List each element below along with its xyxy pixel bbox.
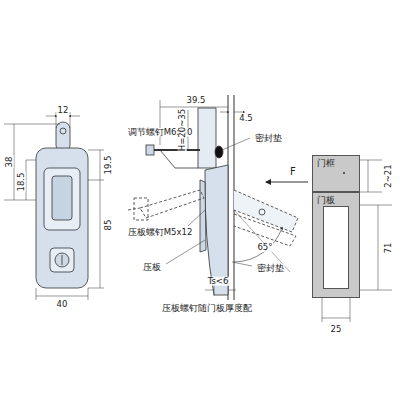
dimension: 85 (104, 219, 113, 232)
dimension: 4.5 (238, 114, 254, 123)
dimension: 71 (384, 242, 393, 255)
door-part: 门板 (312, 192, 360, 298)
dimension: 39.5 (186, 96, 207, 105)
dimension: 40 (56, 300, 69, 309)
dimension: Ts<6 (207, 277, 230, 286)
part-label: 压板螺钉M5x12 (127, 228, 194, 237)
dimension: 12 (57, 106, 70, 115)
dimension: 25 (330, 325, 343, 334)
part-label: F (289, 167, 297, 177)
part-name: 门框 (313, 156, 359, 168)
part-label: 密封垫 (254, 134, 283, 143)
door-part: 门框 (312, 155, 360, 192)
dimension: 19.5 (104, 155, 113, 176)
dimension: 38 (5, 156, 14, 169)
part-label: 密封垫 (256, 264, 285, 273)
dimension: 65° (256, 243, 273, 252)
part-label: 压板 (142, 263, 162, 272)
part-label: 压板螺钉随门板厚度配 (161, 304, 253, 313)
cutout (343, 172, 345, 174)
dimension: 2~21 (384, 163, 393, 188)
part-name: 门板 (313, 193, 359, 205)
dimension: 18.5 (17, 172, 26, 193)
cutout (323, 206, 349, 289)
dimension: H=20~35 (178, 108, 187, 152)
